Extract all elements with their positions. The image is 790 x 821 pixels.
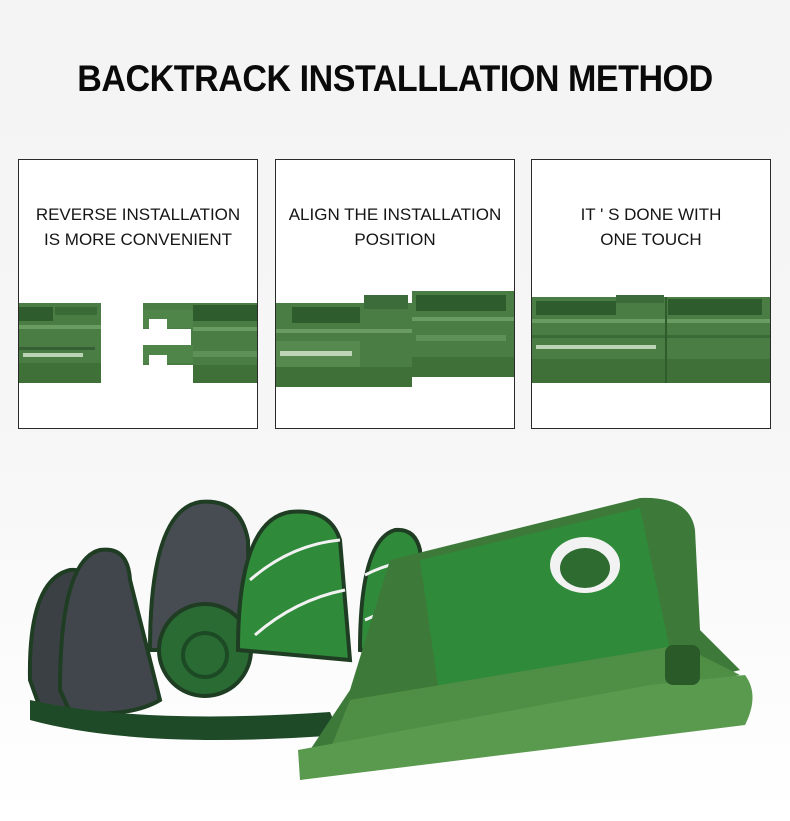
track-pieces-aligning-image bbox=[276, 291, 514, 387]
track-pieces-separated-image bbox=[19, 303, 257, 385]
caption-line-2: POSITION bbox=[354, 230, 436, 249]
caption-line-2: IS MORE CONVENIENT bbox=[44, 230, 232, 249]
page-title: BACKTRACK INSTALLLATION METHOD bbox=[77, 58, 713, 99]
step-caption: REVERSE INSTALLATION IS MORE CONVENIENT bbox=[19, 202, 257, 252]
step-panel-done-one-touch: IT ' S DONE WITH ONE TOUCH bbox=[531, 159, 771, 429]
track-pieces-connected-image bbox=[532, 295, 770, 383]
putting-mat-product-image bbox=[27, 497, 753, 780]
step-panel-align-position: ALIGN THE INSTALLATION POSITION bbox=[275, 159, 515, 429]
caption-line-1: IT ' S DONE WITH bbox=[580, 205, 722, 224]
caption-line-2: ONE TOUCH bbox=[600, 230, 702, 249]
step-caption: ALIGN THE INSTALLATION POSITION bbox=[276, 202, 514, 252]
caption-line-1: ALIGN THE INSTALLATION bbox=[288, 205, 502, 224]
step-panel-reverse-installation: REVERSE INSTALLATION IS MORE CONVENIENT bbox=[18, 159, 258, 429]
caption-line-1: REVERSE INSTALLATION bbox=[35, 205, 241, 224]
step-caption: IT ' S DONE WITH ONE TOUCH bbox=[532, 202, 770, 252]
